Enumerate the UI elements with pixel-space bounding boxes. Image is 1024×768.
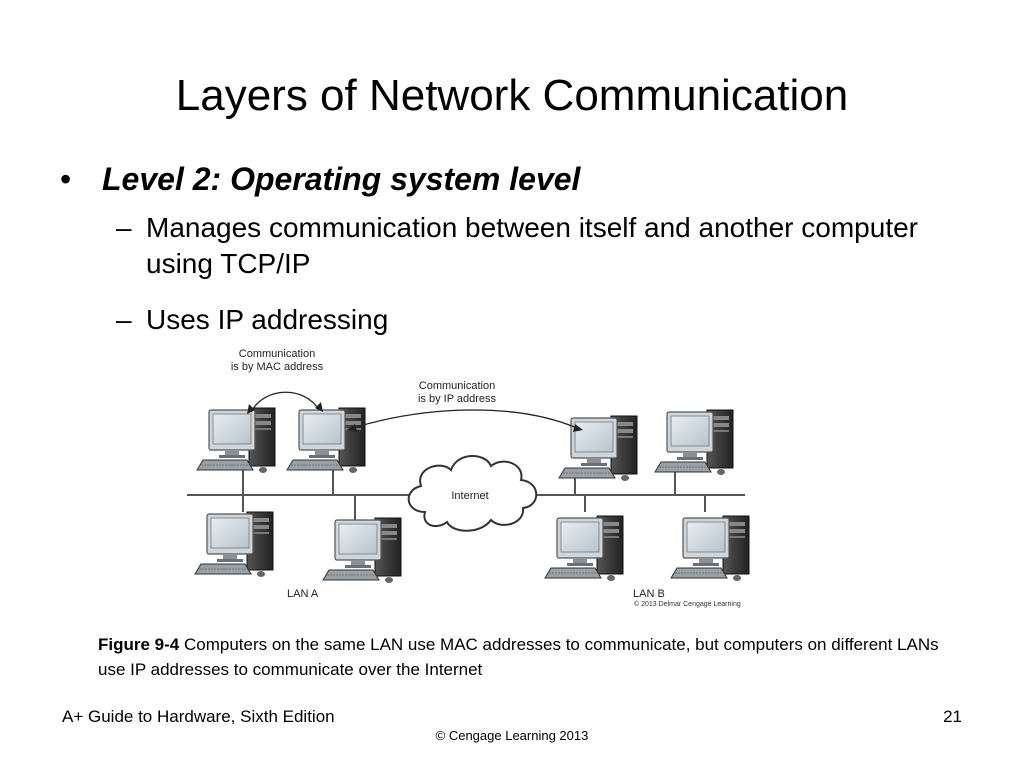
computer-icon [286,407,366,474]
caption-label: Figure 9-4 [98,635,180,654]
figure-caption: Figure 9-4 Computers on the same LAN use… [98,632,958,682]
computer-icon [654,409,734,476]
ip-label-line1: Communication [419,380,495,392]
internet-label: Internet [451,490,488,502]
computer-icon [670,515,750,582]
sub-bullet-dash: – [116,212,132,243]
mac-label-line2: is by MAC address [231,361,324,373]
sub-bullet-dash: – [116,304,132,335]
mac-arrow [247,391,323,414]
bullet-text: Level 2: Operating system level [102,161,581,197]
ip-arrow [347,409,583,432]
lan-a-cable [187,468,415,520]
internet-cloud: Internet [407,455,538,532]
lan-b-label: LAN B [633,588,665,600]
computer-icon [196,407,276,474]
mac-label-line1: Communication [239,348,315,360]
figure-copyright: © 2013 Delmar Cengage Learning [634,600,741,608]
bullet-level-1: • Level 2: Operating system level [60,160,960,198]
slide-title: Layers of Network Communication [175,71,849,120]
page-number: 21 [943,707,962,726]
computer-icon [322,517,402,584]
network-figure: Internet Communication is by MAC address… [185,340,755,610]
computer-icon [544,515,624,582]
sub-bullet: – Uses IP addressing [116,302,966,338]
lan-a-label: LAN A [287,588,319,600]
bullet-dot: • [60,161,72,197]
caption-text: Computers on the same LAN use MAC addres… [98,635,939,679]
computer-icon [194,511,274,578]
footer-book-title: A+ Guide to Hardware, Sixth Edition [62,707,335,726]
ip-label-line2: is by IP address [418,393,497,405]
sub-bullet-text: Manages communication between itself and… [146,212,918,279]
lan-b-cable [523,468,745,512]
sub-bullet: – Manages communication between itself a… [116,210,966,282]
sub-bullet-text: Uses IP addressing [146,304,389,335]
footer-copyright: © Cengage Learning 2013 [435,728,589,743]
network-diagram: Internet Communication is by MAC address… [187,348,750,608]
